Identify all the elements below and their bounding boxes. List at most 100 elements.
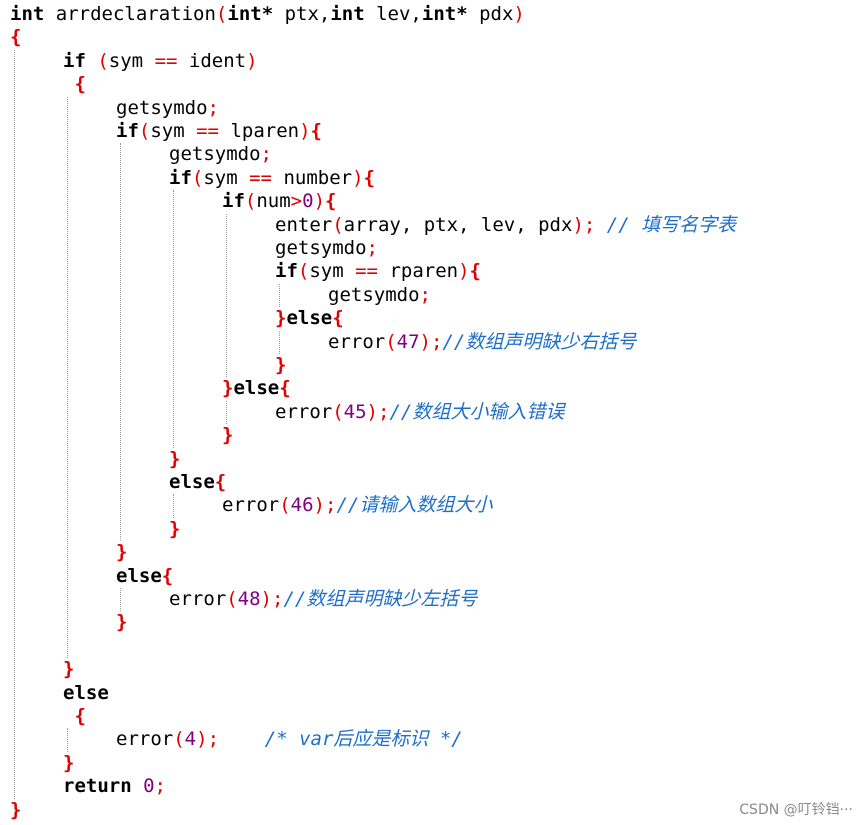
code-line: getsymdo; xyxy=(116,97,219,120)
code-line: int arrdeclaration(int* ptx,int lev,int*… xyxy=(10,3,525,26)
code-token-kw: int xyxy=(10,3,45,25)
code-line: } xyxy=(169,448,180,471)
code-token-op: ) xyxy=(196,728,208,751)
indent-guide xyxy=(67,96,68,659)
code-token-op: > xyxy=(290,190,303,213)
code-token-id: sym xyxy=(108,49,155,72)
code-line: if(sym == lparen){ xyxy=(116,120,322,143)
code-line: } xyxy=(222,424,233,447)
code-token-op: ) xyxy=(260,588,272,610)
code-line: } xyxy=(169,518,180,541)
code-token-op: == xyxy=(154,49,178,72)
code-line: }else{ xyxy=(222,377,291,400)
code-token-brace: { xyxy=(363,166,375,189)
code-token-op: ( xyxy=(173,728,185,751)
code-line: } xyxy=(116,541,127,564)
code-token-op: == xyxy=(249,166,272,189)
code-token-num: 0 xyxy=(302,190,314,213)
code-token-op: ( xyxy=(297,260,310,283)
code-token-id: number xyxy=(272,166,353,189)
code-line: if(sym == rparen){ xyxy=(275,260,481,283)
code-token-op: ( xyxy=(138,120,151,142)
code-line: else{ xyxy=(116,565,173,588)
code-line: } xyxy=(10,799,21,822)
code-token-cmt: /* var后应是标识 */ xyxy=(219,728,463,751)
indent-guide xyxy=(67,728,68,752)
indent-guide xyxy=(226,400,227,425)
code-token-brace: } xyxy=(63,658,75,681)
code-token-brace: } xyxy=(116,611,128,634)
code-token-id: pdx xyxy=(467,3,514,25)
code-token-id: getsymdo xyxy=(275,237,367,259)
code-token-kw: int* xyxy=(227,3,274,25)
code-token-id: error xyxy=(328,330,386,353)
code-token-num: 48 xyxy=(237,588,261,610)
code-token-id: rparen xyxy=(378,260,459,283)
code-line: { xyxy=(63,705,85,728)
code-token-cmt: //请输入数组大小 xyxy=(336,494,493,517)
code-token-id: sym xyxy=(203,166,250,189)
code-line: else{ xyxy=(169,471,226,494)
code-token-id: sym xyxy=(150,120,197,142)
code-token-kw: int xyxy=(330,3,365,25)
code-token-id: num xyxy=(256,190,291,213)
code-line: if(sym == number){ xyxy=(169,167,375,190)
code-token-brace: } xyxy=(10,798,22,821)
code-token-op: ( xyxy=(385,330,397,353)
code-token-num: 46 xyxy=(290,494,314,517)
code-token-op: == xyxy=(355,260,378,283)
code-token-brace: } xyxy=(222,424,234,447)
indent-guide xyxy=(226,213,227,378)
code-line: error(4); /* var后应是标识 */ xyxy=(116,728,463,751)
code-token-id xyxy=(86,50,97,72)
code-token-brace: } xyxy=(222,377,234,400)
code-line: getsymdo; xyxy=(275,237,378,260)
code-token-kw: if xyxy=(116,120,139,142)
code-token-brace: } xyxy=(169,517,181,540)
code-token-brace: } xyxy=(63,751,75,774)
code-line: } xyxy=(116,611,127,634)
indent-guide xyxy=(279,283,280,308)
code-token-op: ( xyxy=(332,213,344,236)
code-token-num: 45 xyxy=(343,400,367,423)
code-token-kw: if xyxy=(63,49,86,72)
code-token-id: array, ptx, lev, pdx xyxy=(343,213,573,236)
code-token-op: ( xyxy=(332,400,344,423)
code-token-id: getsymdo xyxy=(328,283,420,306)
code-token-id: lev, xyxy=(364,3,422,25)
code-token-kw: else xyxy=(286,307,333,330)
indent-guide xyxy=(14,49,15,799)
code-line: if(num>0){ xyxy=(222,190,336,213)
code-token-semi: ; xyxy=(366,237,378,259)
code-token-brace: { xyxy=(325,190,337,213)
code-token-op: ( xyxy=(244,190,257,213)
code-token-op: ( xyxy=(191,166,204,189)
code-token-num: 47 xyxy=(396,330,420,353)
code-token-op: ) xyxy=(313,190,326,213)
code-token-semi: ; xyxy=(207,728,220,751)
code-token-id: getsymdo xyxy=(169,143,261,166)
code-line: error(47);//数组声明缺少右括号 xyxy=(328,331,636,354)
code-token-brace: { xyxy=(214,471,227,493)
code-token-op: ) xyxy=(419,330,431,353)
code-token-op: ) xyxy=(246,49,258,72)
code-token-cmt: // 填写名字表 xyxy=(595,213,737,236)
code-token-op: ) xyxy=(313,494,325,517)
code-line: }else{ xyxy=(275,307,344,330)
code-token-semi: ; xyxy=(583,213,596,236)
code-token-semi: ; xyxy=(378,400,390,423)
code-line: error(46);//请输入数组大小 xyxy=(222,494,492,517)
code-line: enter(array, ptx, lev, pdx); // 填写名字表 xyxy=(275,214,736,237)
code-line: } xyxy=(275,354,286,377)
code-token-brace: { xyxy=(469,260,481,283)
code-token-op: == xyxy=(196,120,219,142)
code-token-op: ( xyxy=(97,49,109,72)
code-line: getsymdo; xyxy=(169,143,272,166)
code-token-semi: ; xyxy=(431,330,443,353)
code-line: getsymdo; xyxy=(328,284,431,307)
code-token-kw: return xyxy=(63,775,132,798)
code-token-id: error xyxy=(116,728,174,751)
indent-guide xyxy=(173,494,174,518)
code-token-op: ( xyxy=(215,3,228,25)
code-token-brace: { xyxy=(161,564,174,587)
